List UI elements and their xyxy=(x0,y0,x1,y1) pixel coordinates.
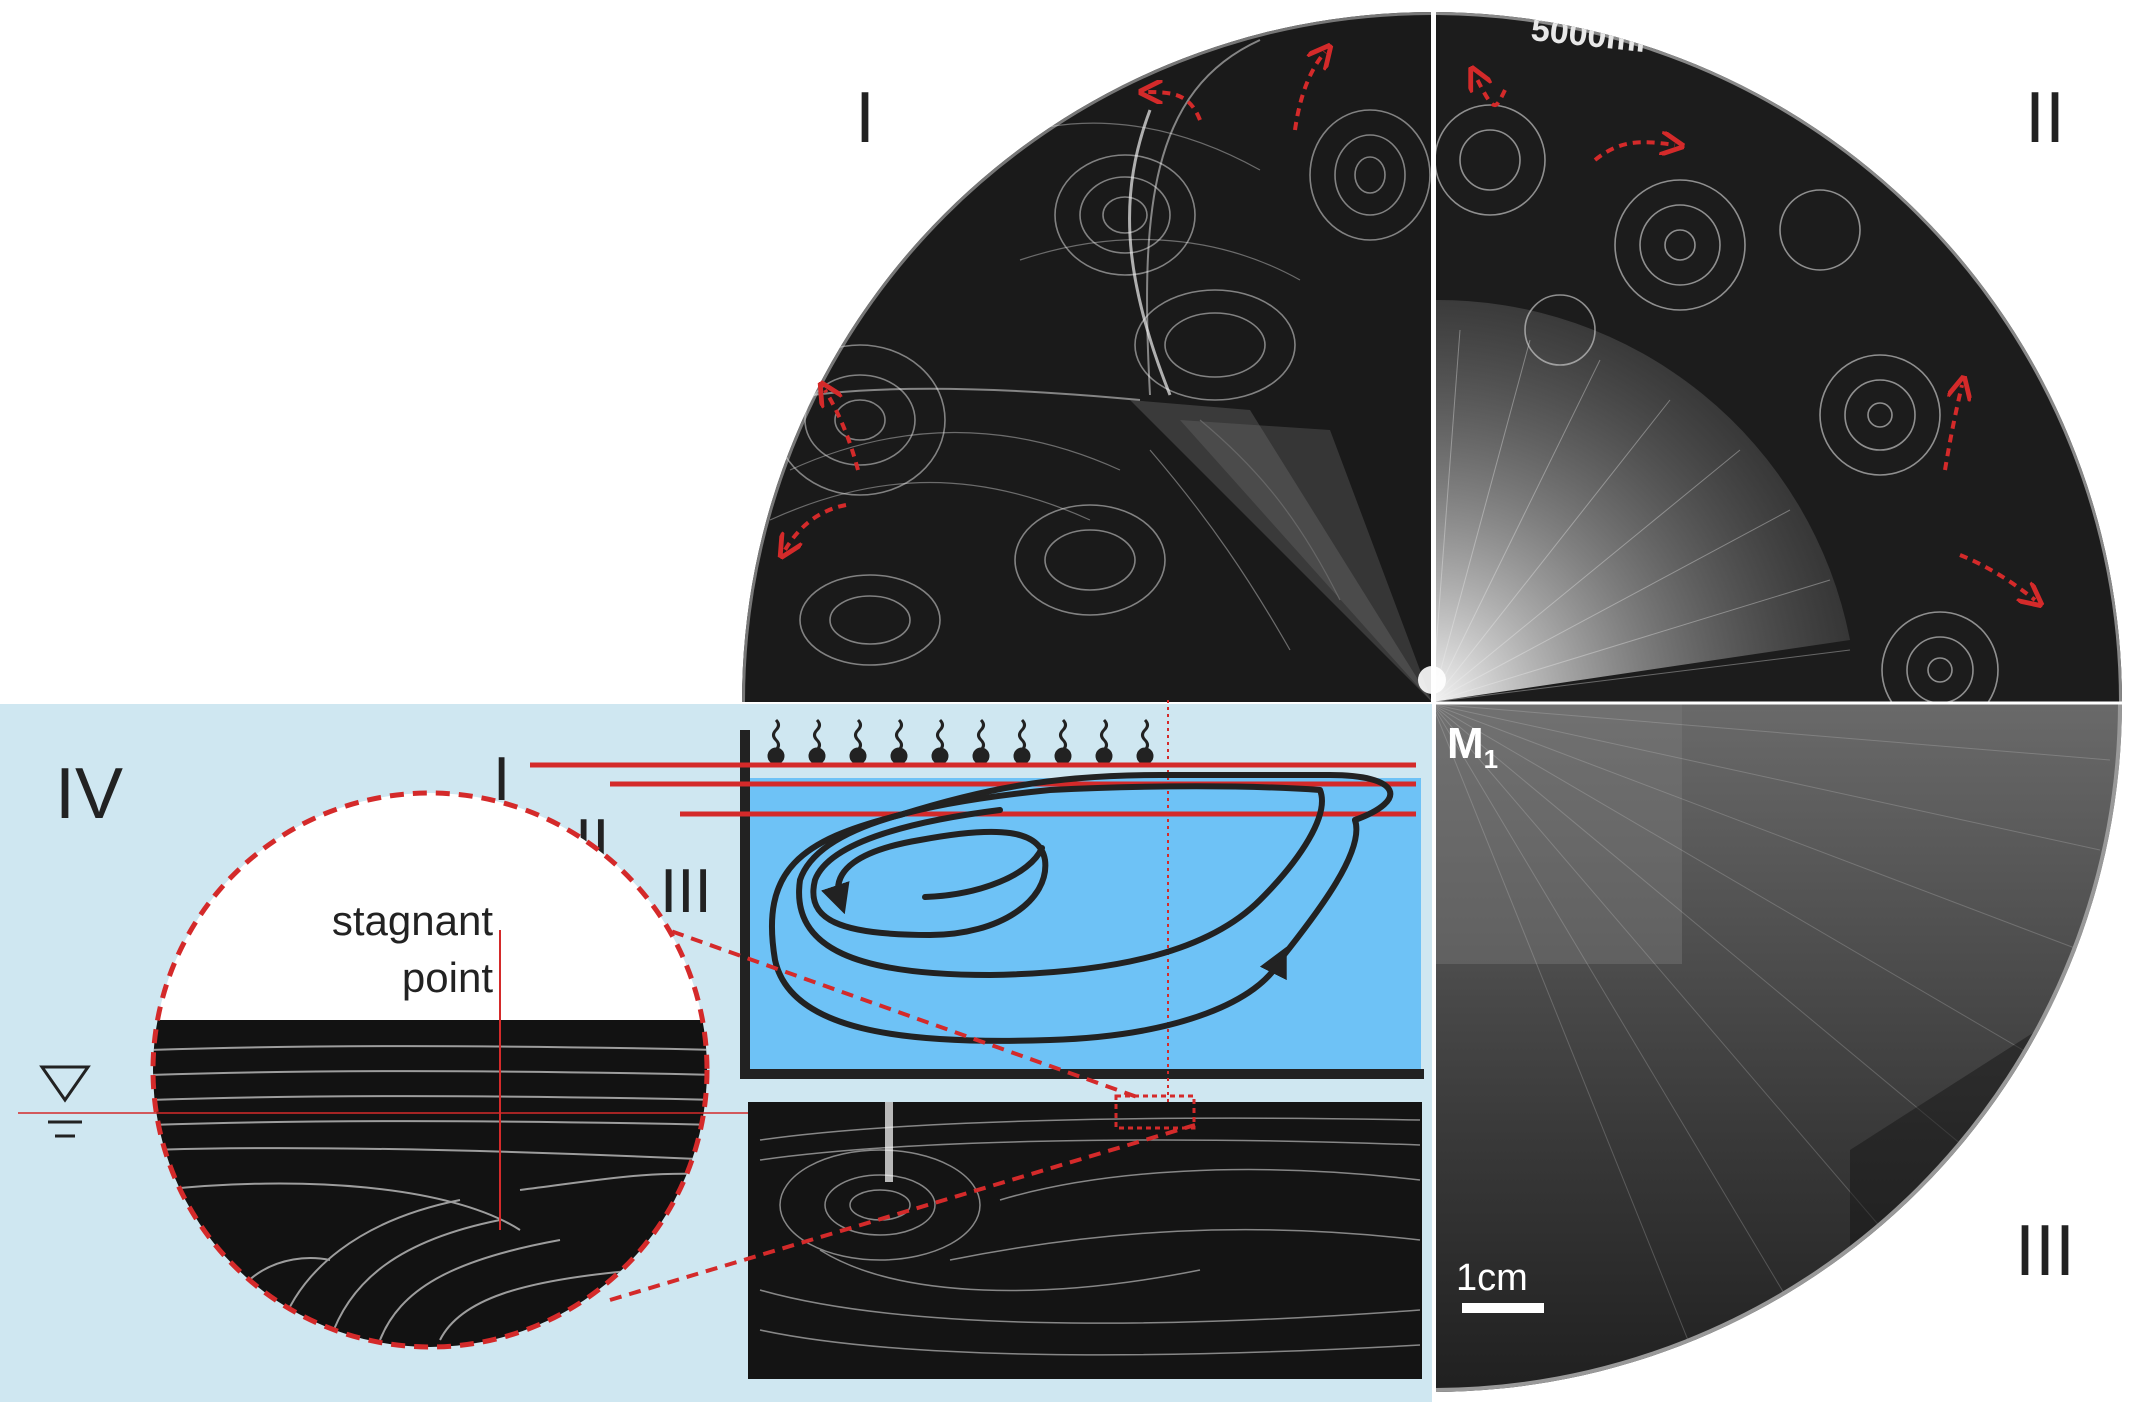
scale-bar: 1cm xyxy=(1456,1257,1544,1313)
side-view-photo xyxy=(748,1094,1422,1379)
zoom-inset: stagnant point xyxy=(150,790,710,1350)
water-surface-icon xyxy=(39,1065,91,1138)
circulation-streamline xyxy=(768,772,1394,1044)
surfactant-molecule-icon xyxy=(849,718,867,765)
container-wall xyxy=(740,730,1424,1079)
zoom-circle-outline xyxy=(150,790,710,1350)
disc-center-glare xyxy=(1418,666,1446,694)
quadrant-label-ii: II xyxy=(2025,78,2065,158)
flow-schematic: I II III xyxy=(493,700,1424,1180)
surfactant-molecule-icon xyxy=(808,718,826,765)
quadrant-label-iii: III xyxy=(2015,1211,2075,1291)
mode-label: M1 xyxy=(1447,719,1498,774)
panel-label-iv: IV xyxy=(55,754,123,834)
marangoni-flow-arrows xyxy=(785,52,2035,600)
zoom-connector-bottom xyxy=(609,1123,1196,1302)
quadrant-label-i: I xyxy=(855,78,875,158)
quadrant-i-photo xyxy=(742,12,1433,702)
panel-iv: IV I II I xyxy=(0,700,1432,1402)
zoom-region-marker xyxy=(1114,1094,1196,1130)
quadrant-ii-photo: 5000ml xyxy=(1436,12,2122,702)
stagnant-point-label-line2: point xyxy=(402,954,493,1001)
surfactant-molecule-icon xyxy=(1054,718,1072,765)
section-label-iii: III xyxy=(660,857,712,926)
scale-bar-line xyxy=(1462,1303,1544,1313)
scale-bar-label: 1cm xyxy=(1456,1257,1528,1299)
section-label-i: I xyxy=(493,745,510,814)
stagnant-point-label-line1: stagnant xyxy=(332,897,493,944)
